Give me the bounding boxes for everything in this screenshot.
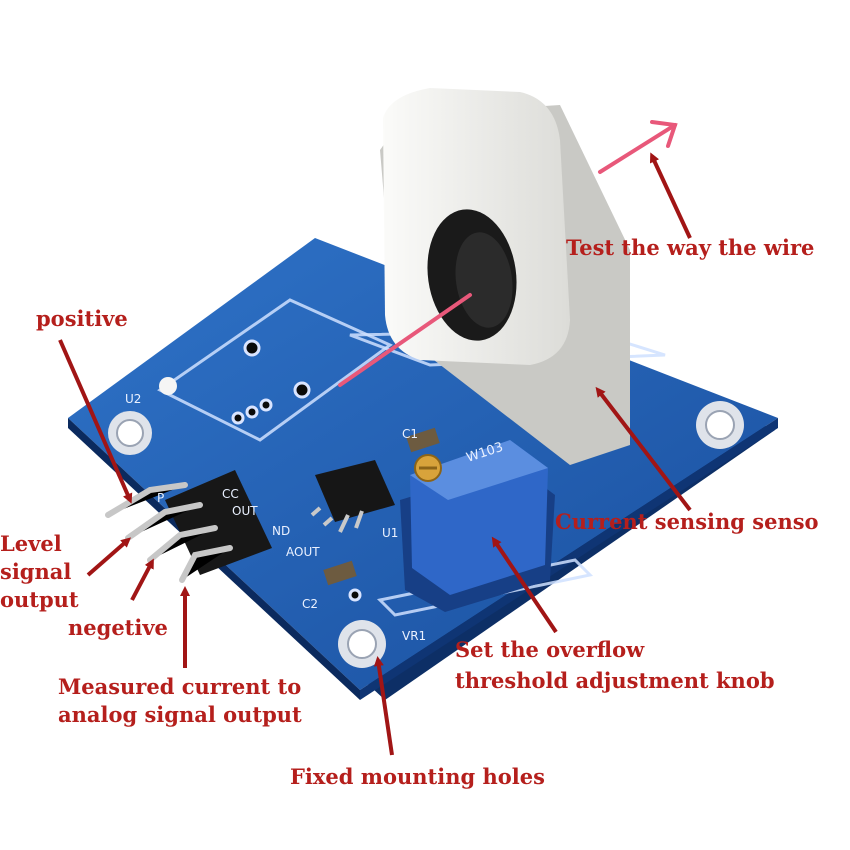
- white-dot: [159, 377, 177, 395]
- arrow-wire: [649, 152, 692, 239]
- annotation-signal: signal: [0, 559, 72, 584]
- silk-u1: U1: [382, 526, 398, 540]
- annotation-measured-line-2: analog signal output: [58, 702, 302, 727]
- silk-c1: C1: [402, 427, 418, 441]
- vias: [231, 339, 362, 602]
- annotation-negative: negetive: [68, 615, 168, 640]
- annotation-current-sensor: Current sensing senso: [555, 509, 819, 534]
- capacitors: [323, 427, 440, 586]
- annotation-wire-path: Test the way the wire: [566, 235, 815, 260]
- annotation-mounting-holes: Fixed mounting holes: [290, 764, 545, 789]
- annotation-output: output: [0, 587, 79, 612]
- arrow-negative: [130, 558, 154, 601]
- annotation-measured-line-1: Measured current to: [58, 674, 302, 699]
- annotation-arrows: [58, 152, 692, 756]
- silk-vcc: CC: [222, 487, 239, 501]
- silk-c2: C2: [302, 597, 318, 611]
- arrow-sensor: [595, 386, 692, 512]
- ic-chip: [310, 460, 395, 533]
- silk-aout: AOUT: [286, 545, 320, 559]
- annotation-threshold-line-2: threshold adjustment knob: [455, 668, 775, 693]
- arrow-threshold: [491, 536, 558, 634]
- arrow-level-output: [86, 537, 132, 577]
- silk-gnd: ND: [272, 524, 290, 538]
- header-pins: [105, 470, 272, 583]
- annotation-threshold-line-1: Set the overflow: [455, 637, 645, 662]
- annotation-level: Level: [0, 531, 62, 556]
- arrow-positive: [58, 339, 133, 504]
- arrow-holes: [373, 656, 394, 756]
- silk-u2: U2: [125, 392, 141, 406]
- mounting-holes: [108, 401, 744, 668]
- wire-path-arrow: [338, 120, 678, 387]
- silk-p: P: [157, 491, 164, 505]
- silk-dout: OUT: [232, 504, 258, 518]
- annotation-positive: positive: [36, 306, 128, 331]
- silk-vr1: VR1: [402, 629, 426, 643]
